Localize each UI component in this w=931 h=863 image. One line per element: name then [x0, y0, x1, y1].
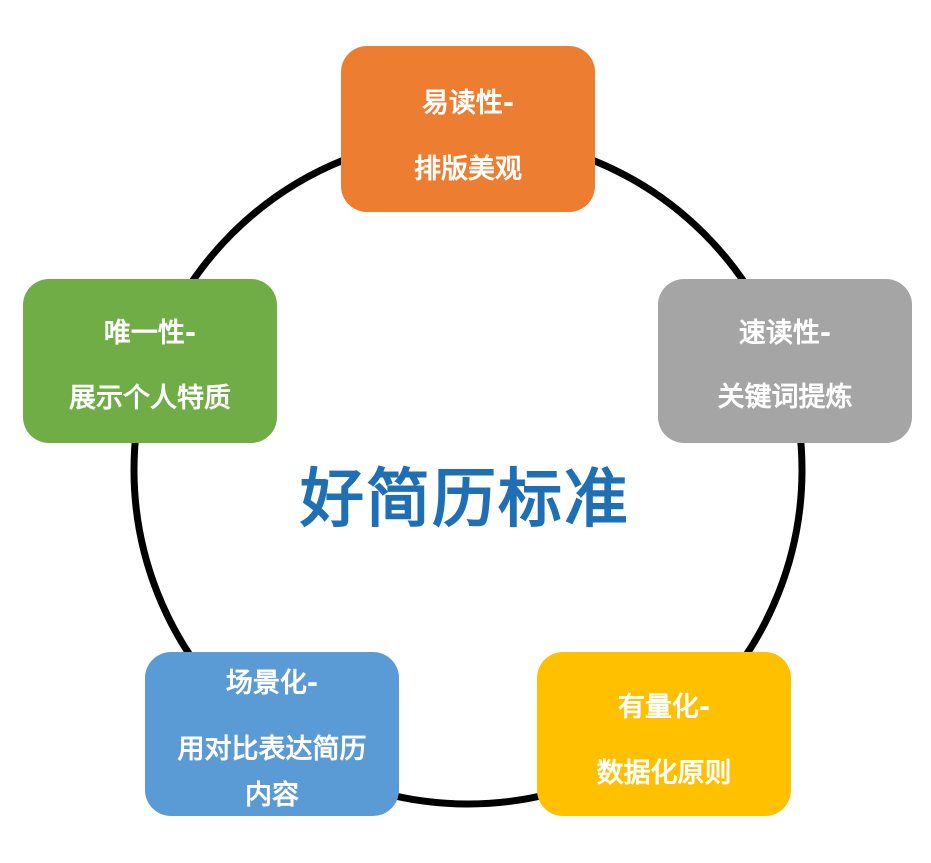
node-readability-subtitle: 排版美观 — [414, 154, 522, 185]
node-speed-reading-title: 速读性- — [738, 318, 832, 349]
node-readability — [341, 46, 595, 212]
node-scenario-subtitle: 用对比表达简历 — [177, 734, 367, 765]
node-quantify-subtitle: 数据化原则 — [596, 758, 732, 789]
center-title: 好简历标准 — [300, 463, 630, 537]
node-quantify-title: 有量化- — [617, 692, 711, 723]
node-readability-title: 易读性- — [421, 88, 515, 119]
node-quantify — [537, 652, 791, 816]
node-scenario-subtitle-cont: 内容 — [245, 780, 299, 811]
node-uniqueness-title: 唯一性- — [103, 318, 197, 349]
node-speed-reading — [658, 279, 912, 443]
node-scenario — [145, 652, 399, 816]
node-uniqueness-subtitle: 展示个人特质 — [69, 383, 231, 414]
node-speed-reading-subtitle: 关键词提炼 — [717, 382, 853, 413]
node-scenario-title: 场景化- — [225, 668, 319, 699]
node-uniqueness — [23, 279, 277, 443]
